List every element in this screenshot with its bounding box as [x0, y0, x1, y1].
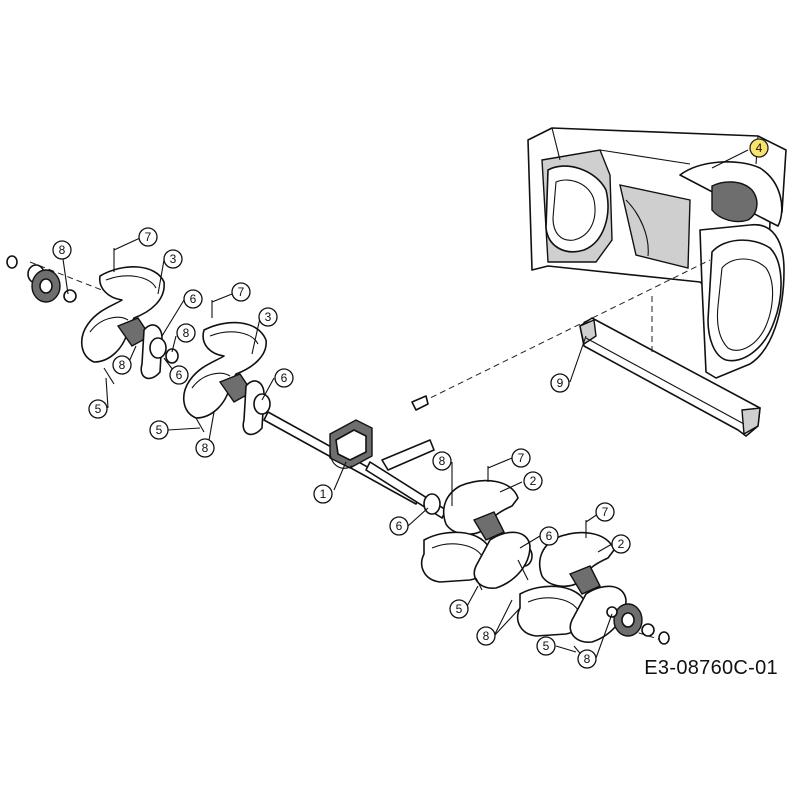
callout-8[interactable]: 8 — [476, 626, 496, 646]
right-end-hardware — [606, 603, 670, 645]
callout-7[interactable]: 7 — [595, 502, 615, 522]
callout-8[interactable]: 8 — [195, 438, 215, 458]
svg-text:6: 6 — [281, 371, 288, 385]
callout-6[interactable]: 6 — [389, 516, 409, 536]
callout-3[interactable]: 3 — [163, 249, 183, 269]
svg-text:8: 8 — [183, 326, 190, 340]
callout-5[interactable]: 5 — [88, 399, 108, 419]
callout-8[interactable]: 8 — [112, 355, 132, 375]
impeller-right-b — [516, 531, 627, 643]
svg-text:2: 2 — [618, 537, 625, 551]
callout-7[interactable]: 7 — [138, 227, 158, 247]
svg-text:9: 9 — [557, 376, 564, 390]
svg-text:8: 8 — [584, 652, 591, 666]
svg-text:7: 7 — [238, 285, 245, 299]
svg-text:8: 8 — [59, 243, 66, 257]
svg-text:6: 6 — [176, 368, 183, 382]
callout-8[interactable]: 8 — [432, 451, 452, 471]
callout-9[interactable]: 9 — [550, 373, 570, 393]
svg-text:6: 6 — [396, 519, 403, 533]
svg-text:3: 3 — [265, 310, 272, 324]
svg-text:7: 7 — [145, 230, 152, 244]
callout-8[interactable]: 8 — [577, 649, 597, 669]
left-end-hardware — [6, 255, 77, 303]
svg-text:5: 5 — [456, 602, 463, 616]
callout-6[interactable]: 6 — [183, 289, 203, 309]
svg-text:8: 8 — [483, 629, 490, 643]
callout-5[interactable]: 5 — [449, 599, 469, 619]
svg-text:6: 6 — [190, 292, 197, 306]
svg-text:8: 8 — [119, 358, 126, 372]
svg-text:7: 7 — [602, 505, 609, 519]
callout-7[interactable]: 7 — [511, 448, 531, 468]
svg-text:4: 4 — [756, 141, 763, 155]
callout-2[interactable]: 2 — [523, 471, 543, 491]
callout-7[interactable]: 7 — [231, 282, 251, 302]
shear-pins-and-bolts — [103, 248, 587, 659]
svg-text:8: 8 — [202, 441, 209, 455]
impeller-left-b — [183, 321, 267, 436]
callout-4[interactable]: 4 — [749, 138, 769, 158]
callout-6[interactable]: 6 — [539, 526, 559, 546]
callout-8[interactable]: 8 — [52, 240, 72, 260]
svg-text:1: 1 — [320, 487, 327, 501]
callout-6[interactable]: 6 — [169, 365, 189, 385]
svg-text:5: 5 — [543, 639, 550, 653]
callout-1[interactable]: 1 — [313, 484, 333, 504]
callout-5[interactable]: 5 — [536, 636, 556, 656]
drawing-code: E3-08760C-01 — [644, 657, 778, 679]
gearbox — [329, 419, 373, 469]
svg-text:2: 2 — [530, 474, 537, 488]
svg-text:6: 6 — [546, 529, 553, 543]
callout-6[interactable]: 6 — [274, 368, 294, 388]
leader-lines — [61, 149, 749, 659]
callout-8[interactable]: 8 — [176, 323, 196, 343]
svg-text:8: 8 — [439, 454, 446, 468]
auger-housing — [527, 127, 787, 379]
callout-5[interactable]: 5 — [149, 420, 169, 440]
callout-3[interactable]: 3 — [258, 307, 278, 327]
svg-text:7: 7 — [518, 451, 525, 465]
impeller-right-a — [420, 479, 531, 589]
svg-text:3: 3 — [170, 252, 177, 266]
callout-2[interactable]: 2 — [611, 534, 631, 554]
svg-text:5: 5 — [95, 402, 102, 416]
svg-text:5: 5 — [156, 423, 163, 437]
support-bar — [579, 317, 761, 437]
